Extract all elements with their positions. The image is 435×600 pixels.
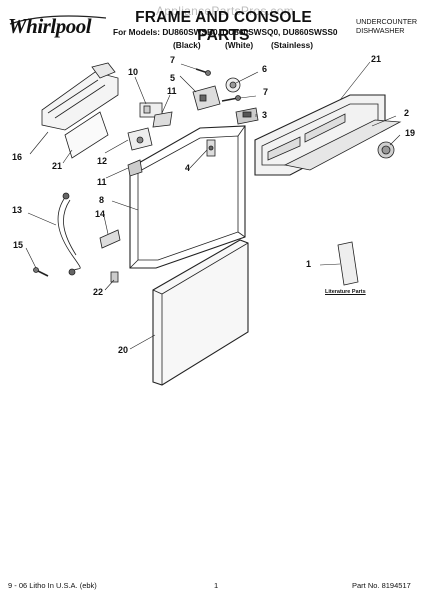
callout-12: 12 (97, 156, 108, 166)
callout-7-top: 7 (170, 55, 176, 65)
callout-22: 22 (93, 287, 104, 297)
whirlpool-logo (6, 10, 111, 49)
callout-8: 8 (99, 195, 105, 205)
callout-3: 3 (262, 110, 268, 120)
part-10-hinge (127, 159, 143, 177)
callout-13: 13 (12, 205, 23, 215)
brand-logo-text: Whirlpool (8, 14, 92, 38)
footer-page-number: 1 (214, 581, 219, 590)
page-title: FRAME AND CONSOLE PARTS (135, 9, 312, 44)
part-22-plug (110, 271, 119, 283)
part-1-literature (337, 241, 359, 286)
part-13-wire-harness (57, 192, 81, 276)
part-5-switch-module (192, 85, 221, 111)
callout-9: 10 (128, 67, 139, 77)
finish-black: (Black) (173, 40, 201, 50)
callout-10: 11 (97, 177, 107, 187)
watermark: AppliancePartsPros.com (156, 4, 294, 18)
part-16-insulation-bracket (41, 62, 119, 131)
product-type: UNDERCOUNTER DISHWASHER (356, 17, 417, 35)
product-type-line1: UNDERCOUNTER (356, 17, 418, 26)
literature-parts-label: Literature Parts (325, 289, 366, 295)
product-type-line2: DISHWASHER (356, 26, 405, 35)
part-8-door-frame (129, 125, 246, 269)
part-7-screw-top (195, 68, 211, 76)
callout-16: 16 (12, 152, 23, 162)
part-3-switch (235, 107, 259, 125)
callout-5: 5 (170, 73, 176, 83)
callout-20: 21 (371, 54, 382, 64)
part-2-console-overlay (283, 119, 402, 171)
footer-part-number: Part No. 8194517 (352, 581, 411, 590)
leader-lines (25, 61, 401, 350)
callout-19: 20 (118, 345, 129, 355)
callout-2: 2 (404, 108, 410, 118)
part-6-knob-assembly (225, 77, 241, 93)
part-17-knob (377, 141, 395, 159)
part-21-panel (64, 111, 109, 159)
callout-6: 6 (262, 64, 268, 74)
part-20-console-panel (254, 94, 386, 176)
callout-1: 1 (306, 259, 312, 269)
part-14-connector (99, 229, 121, 249)
part-15-screw (33, 267, 49, 277)
finish-stainless: (Stainless) (271, 40, 313, 50)
models-line: For Models: DU860SWSB0, DU860SWSQ0, DU86… (113, 27, 338, 37)
callout-11: 11 (167, 86, 177, 96)
part-12-bracket (127, 127, 153, 151)
callout-15: 15 (13, 240, 24, 250)
part-11-bracket (152, 111, 173, 128)
callout-4: 4 (185, 163, 191, 173)
part-19-door-panel (152, 239, 249, 386)
part-4-latch (206, 139, 216, 157)
part-9-bracket (139, 102, 163, 118)
callout-7-right: 7 (263, 87, 269, 97)
footer-litho: 9 - 06 Litho In U.S.A. (ebk) (8, 581, 97, 590)
finish-white: (White) (225, 40, 254, 50)
callout-21: 21 (52, 161, 63, 171)
callout-14: 14 (95, 209, 106, 219)
part-7-screw-right (221, 95, 241, 102)
callout-17: 19 (405, 128, 416, 138)
